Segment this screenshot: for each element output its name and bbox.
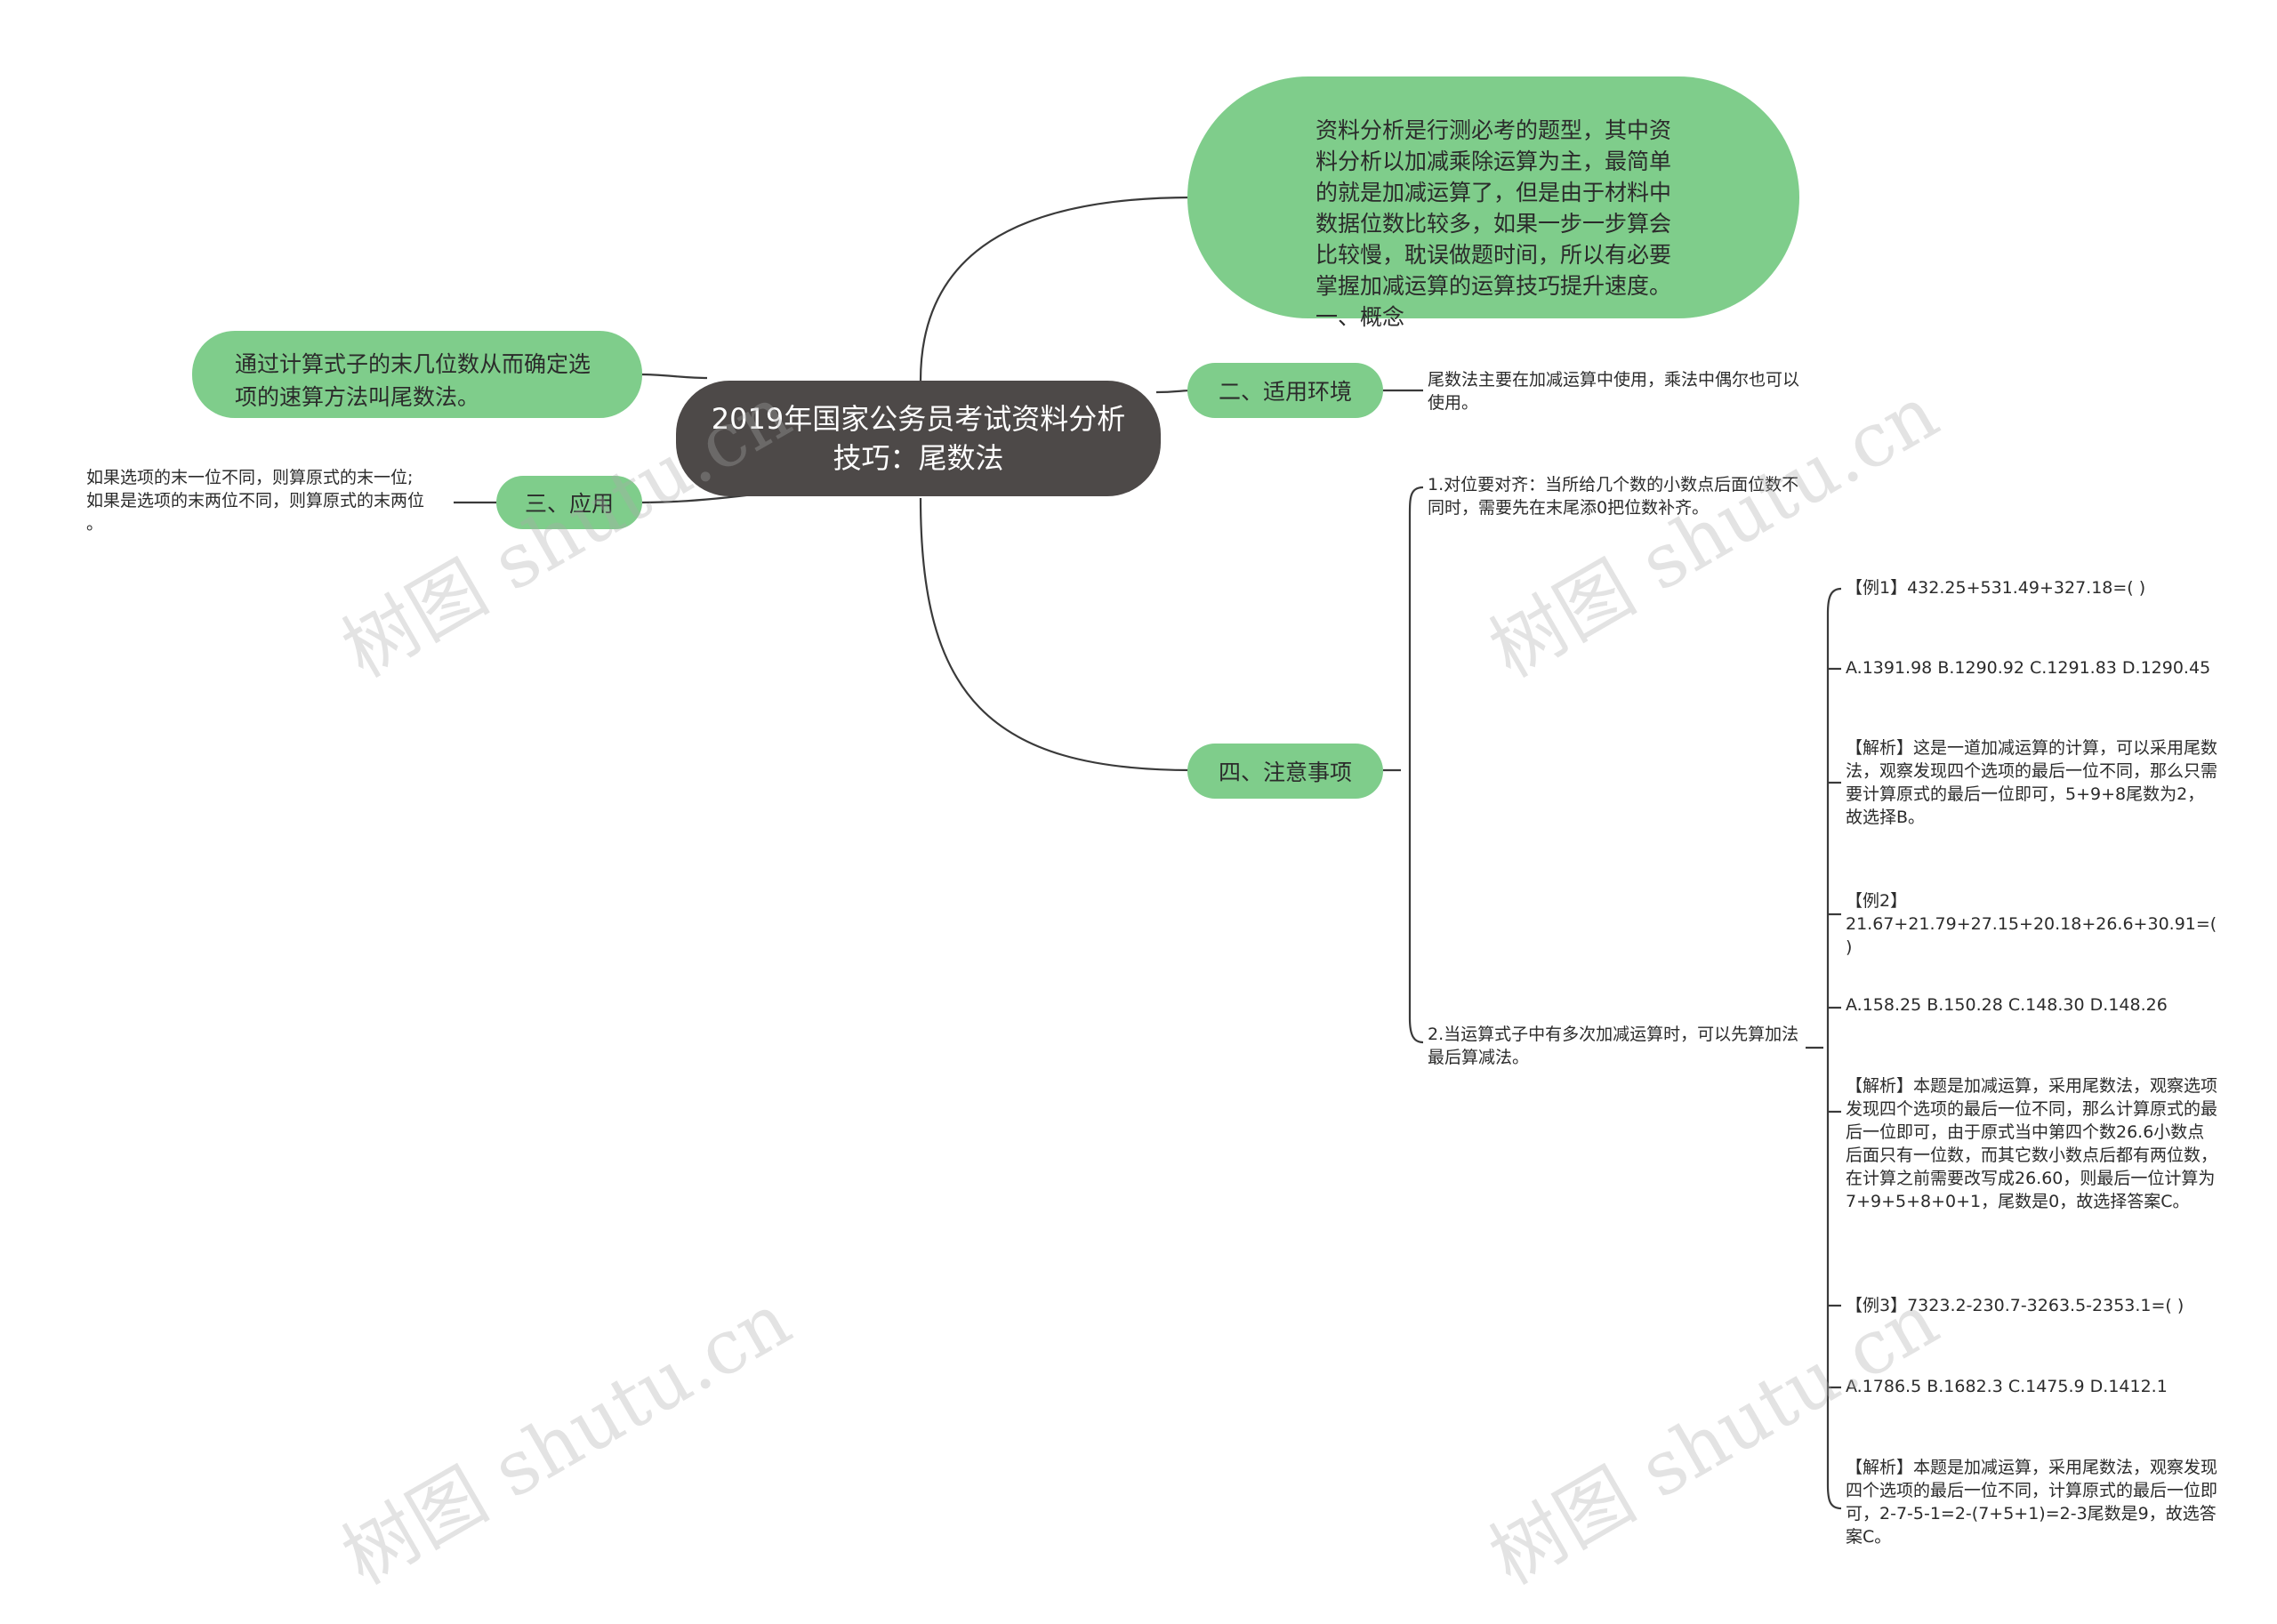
- example-3-question: 【例3】7323.2-230.7-3263.5-2353.1=( ): [1846, 1296, 2184, 1315]
- example-2-analysis: 【解析】本题是加减运算，采用尾数法，观察选项发现四个选项的最后一位不同，那么计算…: [1846, 1076, 2218, 1211]
- branch-environment[interactable]: 二、适用环境: [1187, 363, 1383, 418]
- concept-node[interactable]: 资料分析是行测必考的题型，其中资料分析以加减乘除运算为主，最简单的就是加减运算了…: [1187, 76, 1799, 330]
- attention-point-1: 1.对位要对齐：当所给几个数的小数点后面位数不同时，需要先在末尾添0把位数补齐。: [1428, 475, 1799, 518]
- attention-point-2: 2.当运算式子中有多次加减运算时，可以先算加法最后算减法。: [1428, 1025, 1799, 1067]
- branch-attention[interactable]: 四、注意事项: [1187, 744, 1383, 799]
- environment-note: 尾数法主要在加减运算中使用，乘法中偶尔也可以使用。: [1428, 370, 1800, 413]
- branch-attention-label: 四、注意事项: [1218, 760, 1352, 785]
- branch-application[interactable]: 三、应用: [496, 476, 642, 529]
- definition-node[interactable]: 通过计算式子的末几位数从而确定选项的速算方法叫尾数法。: [192, 331, 642, 418]
- example-3-options: A.1786.5 B.1682.3 C.1475.9 D.1412.1: [1846, 1377, 2168, 1396]
- application-note: 如果选项的末一位不同，则算原式的末一位; 如果是选项的末两位不同，则算原式的末两…: [86, 468, 425, 534]
- example-2-question: 【例2】21.67+21.79+27.15+20.18+26.6+30.91=(…: [1846, 891, 2217, 957]
- branch-environment-label: 二、适用环境: [1218, 379, 1352, 405]
- branch-application-label: 三、应用: [524, 491, 614, 517]
- definition-text: 通过计算式子的末几位数从而确定选项的速算方法叫尾数法。: [235, 351, 591, 410]
- central-topic-title: 2019年国家公务员考试资料分析技巧：尾数法: [711, 402, 1126, 475]
- example-1-question: 【例1】432.25+531.49+327.18=( ): [1846, 578, 2146, 598]
- example-1-analysis: 【解析】这是一道加减运算的计算，可以采用尾数法，观察发现四个选项的最后一位不同，…: [1846, 738, 2218, 827]
- example-2-options: A.158.25 B.150.28 C.148.30 D.148.26: [1846, 995, 2168, 1015]
- concept-text: 资料分析是行测必考的题型，其中资料分析以加减乘除运算为主，最简单的就是加减运算了…: [1316, 117, 1672, 330]
- example-3-analysis: 【解析】本题是加减运算，采用尾数法，观察发现四个选项的最后一位不同，计算原式的最…: [1846, 1458, 2218, 1547]
- central-topic[interactable]: 2019年国家公务员考试资料分析技巧：尾数法: [676, 381, 1161, 496]
- example-1-options: A.1391.98 B.1290.92 C.1291.83 D.1290.45: [1846, 658, 2211, 678]
